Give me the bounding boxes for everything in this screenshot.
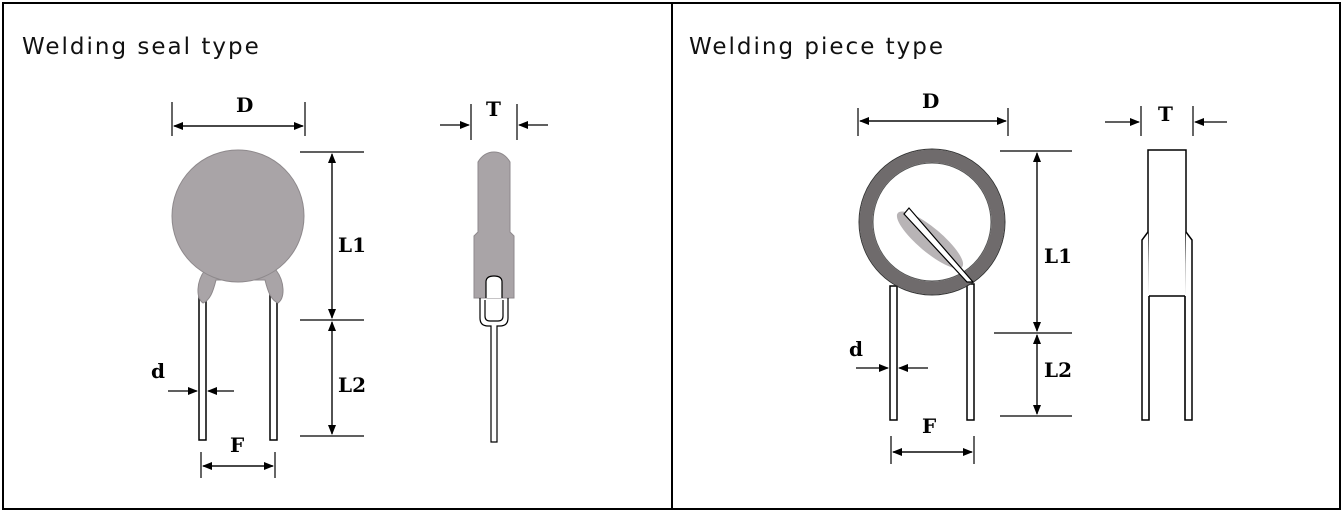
dimension-D-piece: D (857, 89, 1009, 136)
dimension-d-seal: d (151, 359, 234, 395)
panel-welding-piece: Welding piece type (671, 2, 1341, 510)
seal-lead-left (198, 289, 207, 441)
label-d-seal: d (151, 359, 165, 383)
label-L2-piece: L2 (1044, 358, 1072, 382)
piece-side-view (1141, 149, 1193, 421)
dimension-T-piece: T (1105, 102, 1227, 136)
dimension-L-piece: L1 L2 (994, 150, 1072, 417)
label-F-seal: F (230, 433, 244, 457)
dimension-d-piece: d (849, 337, 928, 372)
panel-title-welding-seal: Welding seal type (22, 34, 261, 60)
piece-front-view (858, 148, 1006, 421)
piece-lead-right (966, 283, 975, 421)
label-d-piece: d (849, 337, 863, 361)
dimension-F-seal: F (200, 433, 276, 478)
panel-welding-seal: Welding seal type (2, 2, 673, 510)
dimension-D-seal: D (171, 93, 306, 136)
dimension-F-piece: F (890, 414, 975, 464)
piece-lead-left (889, 285, 898, 421)
label-L2-seal: L2 (338, 373, 366, 397)
dimension-T-seal: T (440, 97, 548, 140)
label-T-seal: T (486, 97, 501, 121)
label-T-piece: T (1158, 102, 1173, 126)
seal-side-view (473, 151, 515, 443)
dimension-L-seal: L1 L2 (300, 151, 366, 437)
panel-title-welding-piece: Welding piece type (689, 34, 946, 60)
label-L1-seal: L1 (338, 233, 366, 257)
seal-disc-body (171, 149, 305, 283)
label-D-seal: D (236, 93, 253, 117)
label-L1-piece: L1 (1044, 244, 1072, 268)
seal-front-view (171, 149, 305, 441)
label-D-piece: D (922, 89, 939, 113)
piece-ring (859, 149, 1005, 295)
label-F-piece: F (922, 414, 936, 438)
seal-lead-right (269, 289, 278, 441)
